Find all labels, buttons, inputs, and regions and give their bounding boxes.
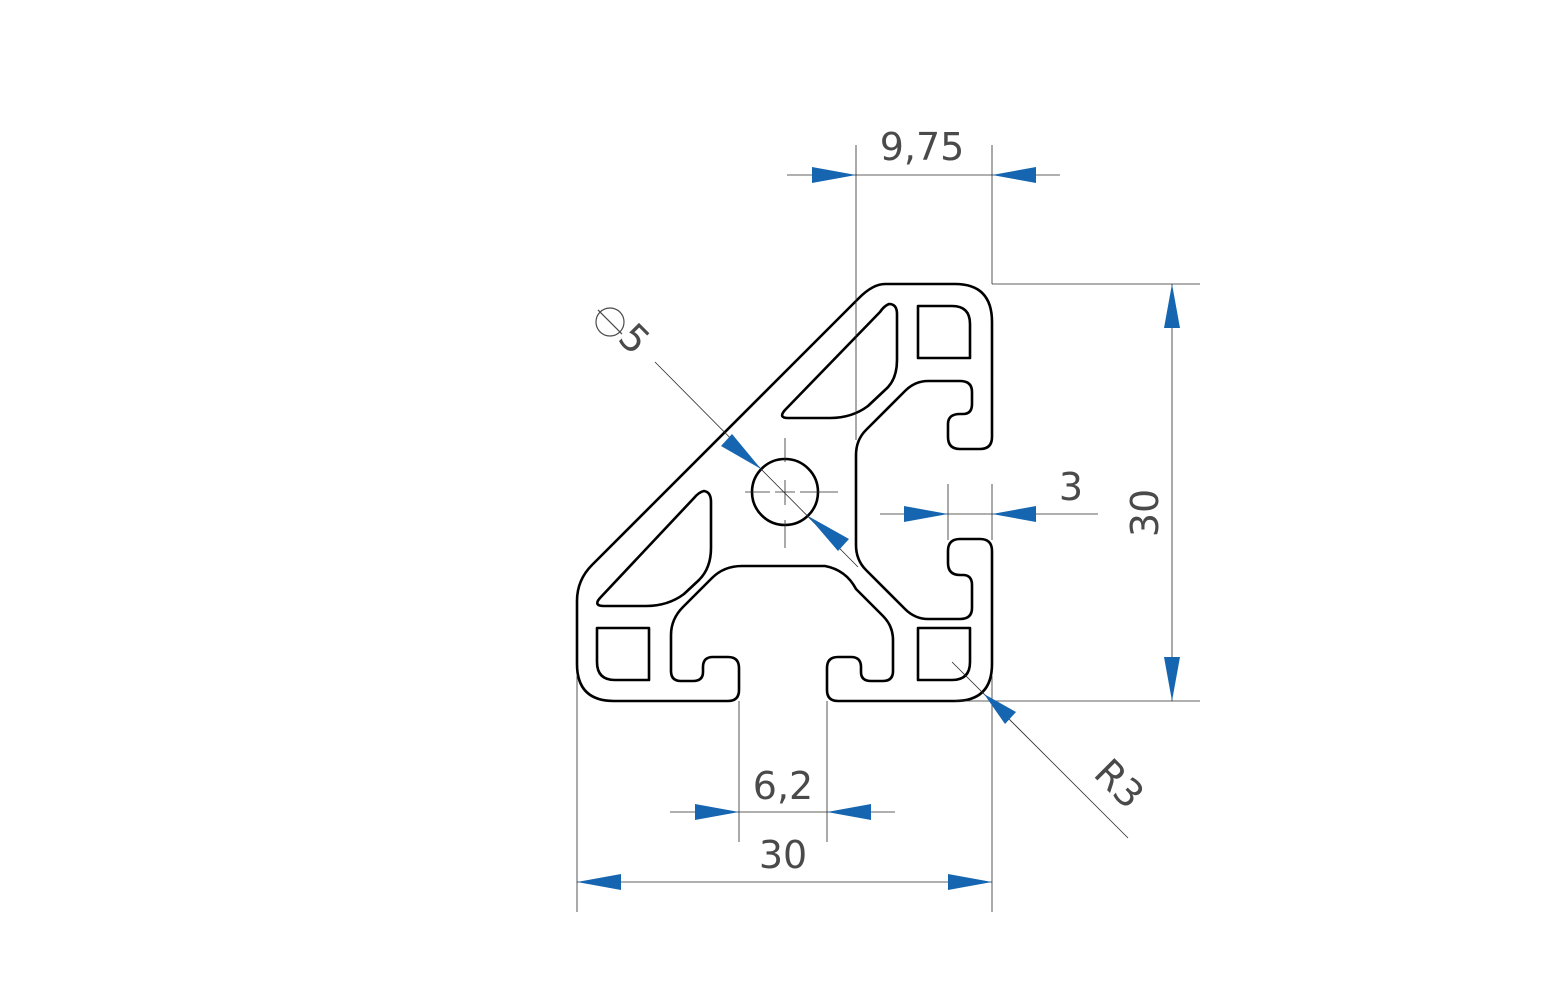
dimension-top-width: 9,75 xyxy=(787,125,1060,440)
diameter-symbol-icon xyxy=(595,307,625,337)
profile-outer-contour xyxy=(575,282,994,703)
dimension-corner-radius: R3 xyxy=(951,661,1153,839)
dimension-label-slot-width: 6,2 xyxy=(753,764,813,808)
dimension-label-corner-radius: R3 xyxy=(1086,750,1153,817)
arrow-head xyxy=(1164,284,1180,328)
arrow-head xyxy=(812,167,856,183)
arrow-head xyxy=(904,506,948,522)
arrow-head xyxy=(695,804,739,820)
inner-cavity-upper-diagonal xyxy=(780,302,899,420)
center-mark xyxy=(745,438,838,548)
arrow-head xyxy=(721,434,761,469)
inner-cavity-bottom-left xyxy=(595,626,651,682)
arrow-head xyxy=(992,506,1036,522)
dimension-label-top-width: 9,75 xyxy=(880,125,965,169)
inner-cavity-top-right xyxy=(916,304,972,360)
inner-cavity-lower-diagonal xyxy=(596,489,713,608)
arrow-head xyxy=(808,516,849,551)
dimension-label-slot-depth: 3 xyxy=(1059,465,1083,509)
dimension-label-height: 30 xyxy=(1123,489,1167,537)
dimension-slot-depth: 3 xyxy=(880,465,1098,540)
arrow-head xyxy=(992,167,1036,183)
dimension-slot-width: 6,2 xyxy=(670,701,895,842)
dimension-label-hole-diameter: 5 xyxy=(610,315,658,363)
arrow-head xyxy=(827,804,871,820)
dimension-label-width: 30 xyxy=(759,833,807,877)
arrow-head xyxy=(984,694,1016,724)
dimension-width: 30 xyxy=(576,676,993,912)
arrow-head xyxy=(1164,657,1180,701)
arrow-head xyxy=(948,874,992,890)
arrow-head xyxy=(577,874,621,890)
